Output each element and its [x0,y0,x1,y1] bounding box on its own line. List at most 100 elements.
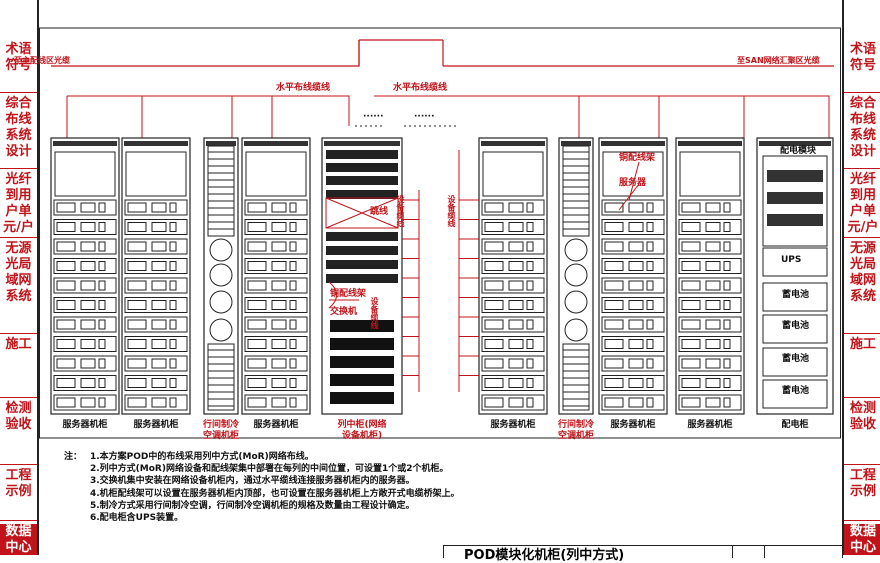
sidebar_right-tab-7[interactable]: 数据 中心 [844,524,880,555]
server-drive-bay [723,339,731,349]
rack-label-server: 服务器机柜 [62,420,108,430]
sidebar_left-tab-1[interactable]: 综合 布线 系统 设计 [5,96,32,159]
server-drive-bay [98,300,106,310]
sidebar_right-tab-5[interactable]: 检测 验收 [849,401,876,432]
rack-top-panel [601,141,665,146]
server-drive-bay [169,339,177,349]
rack-label-server: 服务器机柜 [490,420,536,430]
sidebar_left-tab-6[interactable]: 工程 示例 [5,468,32,499]
server-drive-bay [484,300,504,310]
server-drive-bay [526,319,534,330]
rack-label-network: 列中柜(网络 设备机柜) [337,420,387,441]
server-unit [53,297,117,313]
sidebar_left-tab-4[interactable]: 施工 [5,337,32,352]
label-horizontal-cable-right: 水平布线缆线 [393,83,448,93]
server-drive-bay [526,222,534,232]
server-unit [678,297,742,313]
label-to-main-distribution: 至主配线区光缆 [14,56,70,65]
server-drive-bay [681,378,701,388]
sidebar_right-tab-4[interactable]: 施工 [849,337,876,352]
switch-unit [330,392,394,404]
sidebar_left-tab-3[interactable]: 无源 光局 域网 系统 [5,241,32,304]
server-drive-bay [80,319,96,330]
ups-battery-unit [762,247,828,277]
server-drive-bay [705,319,721,330]
server-drive-bay [289,222,297,232]
server-drive-bay [681,202,701,213]
note-2: 2.列中方式(MoR)网络设备和配线架集中部署在每列的中间位置，可设置1个或2个… [90,464,449,475]
rack-top-panel [481,141,545,146]
server-drive-bay [98,397,106,408]
server-drive-bay [604,222,624,232]
patch-panel [326,150,398,159]
server-drive-bay [169,397,177,408]
server-unit [53,375,117,391]
server-drive-bay [56,241,76,252]
server-unit [481,355,545,372]
rack-label-power: 配电柜 [781,420,809,430]
server-drive-bay [705,358,721,369]
sidebar_right-tab-0[interactable]: 术语 符号 [849,42,876,73]
server-drive-bay [247,202,267,213]
server-unit [53,316,117,333]
jumper-cross [325,197,399,229]
sidebar_left-tab-0[interactable]: 术语 符号 [5,42,32,73]
sidebar_right-tab-6[interactable]: 工程 示例 [849,468,876,499]
server-unit [481,336,545,352]
server-drive-bay [628,339,644,349]
label-equipment-cable-b: 设备缆线 [447,195,456,227]
server-unit [601,375,665,391]
label-jumper: 跳线 [370,207,389,217]
note-5: 5.制冷方式采用行间制冷空调，行间制冷空调机柜的规格及数量由工程设计确定。 [90,500,415,511]
cooling-grille [562,145,590,237]
server-drive-bay [127,378,147,388]
server-drive-bay [628,222,644,232]
patch-panel [326,176,398,185]
server-drive-bay [646,378,654,388]
sidebar_right-tab-2[interactable]: 光纤 到用 户单 元/户 [847,172,879,235]
server-drive-bay [80,300,96,310]
server-drive-bay [705,378,721,388]
server-unit [124,375,188,391]
server-drive-bay [526,339,534,349]
power-module-box [762,155,828,247]
server-drive-bay [247,397,267,408]
sidebar-right: 术语 符号综合 布线 系统 设计光纤 到用 户单 元/户无源 光局 域网 系统施… [842,0,880,555]
sidebar_right-tab-1[interactable]: 综合 布线 系统 设计 [849,96,876,159]
sidebar_left-tab-5[interactable]: 检测 验收 [5,401,32,432]
server-unit [601,258,665,274]
server-unit [481,394,545,411]
server-unit [678,258,742,274]
server-unit [678,316,742,333]
server-unit [481,258,545,274]
sidebar_left-tab-7[interactable]: 数据 中心 [0,524,37,555]
server-drive-bay [705,222,721,232]
server-drive-bay [169,241,177,252]
note-3: 3.交换机集中安装在网络设备机柜内，通过水平缆线连接服务器机柜内的服务器。 [90,476,415,487]
server-drive-bay [508,202,524,213]
server-unit [53,199,117,216]
ups-battery-unit [762,314,828,344]
server-unit [124,238,188,255]
server-drive-bay [604,261,624,271]
label-copper-patch-left: 铜配线架 [330,289,367,299]
server-drive-bay [247,378,267,388]
server-unit [481,238,545,255]
sidebar_left-tab-2[interactable]: 光纤 到用 户单 元/户 [3,172,34,235]
server-drive-bay [681,339,701,349]
server-drive-bay [127,241,147,252]
sidebar_right-tab-3[interactable]: 无源 光局 域网 系统 [849,241,876,304]
server-drive-bay [508,358,524,369]
server-drive-bay [508,261,524,271]
pod-diagram [39,27,841,439]
server-drive-bay [169,378,177,388]
server-drive-bay [271,261,287,271]
server-drive-bay [628,280,644,291]
server-drive-bay [271,280,287,291]
server-unit [244,297,308,313]
server-drive-bay [705,280,721,291]
server-drive-bay [271,358,287,369]
label-switch: 交换机 [330,307,358,317]
server-drive-bay [484,222,504,232]
server-drive-bay [646,241,654,252]
